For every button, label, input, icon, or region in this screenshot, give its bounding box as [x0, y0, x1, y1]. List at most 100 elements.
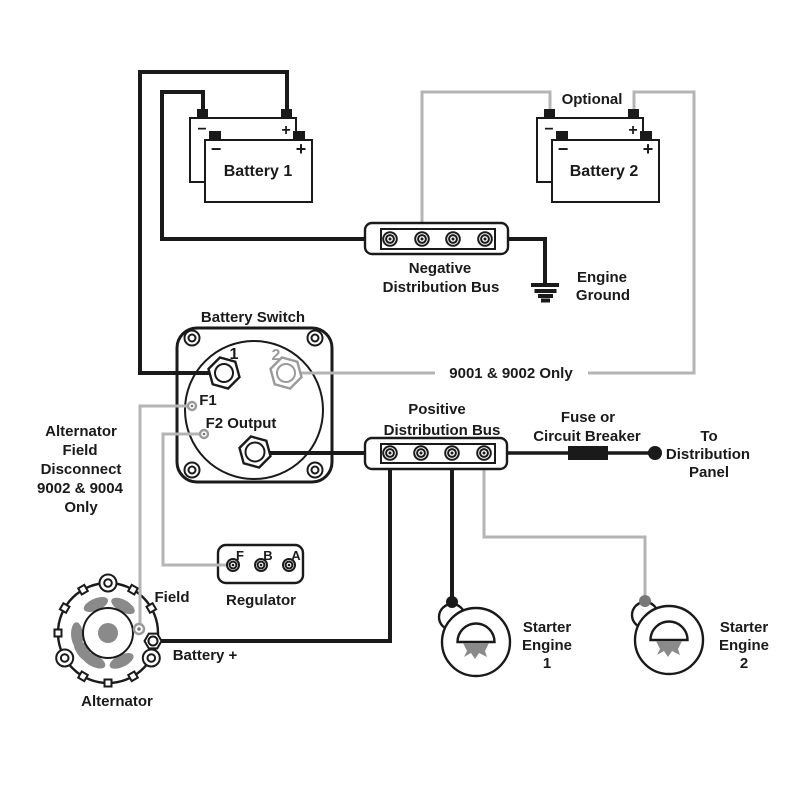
starter1-terminal-dot: [446, 596, 458, 608]
battery1-rear-minus-sign: −: [197, 121, 206, 138]
field-disconnect-note-line4: 9002 & 9004: [37, 480, 124, 497]
regulator-terminals: [226, 558, 296, 572]
starter1-label-line2: Engine: [522, 637, 572, 654]
starter1-gear: [463, 643, 489, 659]
battery1-plus-sign: +: [296, 139, 307, 159]
battery2-front-negative-post: [556, 131, 568, 140]
battery-1: [189, 109, 313, 203]
battery2-rear-negative-post: [544, 109, 555, 119]
wire-bus-to-starter2: [482, 453, 647, 601]
battery2-plus-sign: +: [643, 139, 654, 159]
wire-f1-to-field: [138, 404, 192, 629]
positive-distribution-bus: [363, 436, 509, 471]
starter-engine-1: [437, 596, 512, 678]
panel-label-line3: Panel: [689, 464, 729, 481]
negative-bus-label-line2: Distribution Bus: [383, 279, 500, 296]
field-disconnect-note-line2: Field: [62, 442, 97, 459]
switch-terminal-1: [207, 356, 241, 390]
battery-switch-dial: [184, 340, 324, 480]
wire-battery1-negative: [160, 90, 390, 241]
wire-alternator-to-bus: [153, 453, 392, 643]
engine-ground-label-line1: Engine: [577, 269, 627, 286]
negative-bus-terminal-icon: [382, 231, 493, 247]
battery-2: [536, 109, 660, 203]
wire-battery2-negative: [420, 90, 552, 239]
alternator-pulley-ring: [82, 607, 134, 659]
battery-switch-terminals: [186, 356, 303, 469]
panel-label-line1: To: [700, 428, 717, 445]
battery2-rear-plus-sign: +: [628, 122, 637, 139]
switch-position2-label: 2: [272, 347, 281, 364]
negative-bus-bar: [380, 228, 496, 250]
negative-distribution-bus: [363, 221, 510, 256]
battery1-rear-negative-post: [197, 109, 208, 119]
panel-label-line2: Distribution: [666, 446, 750, 463]
starter1-label-line3: 1: [543, 655, 551, 672]
positive-bus-label-line2: Distribution Bus: [384, 422, 501, 439]
battery1-minus-sign: −: [211, 139, 222, 159]
starter2-terminal-dot: [639, 595, 651, 607]
battery1-label: Battery 1: [224, 163, 293, 180]
alternator-vent-slots: [71, 596, 135, 669]
regulator-title: Regulator: [226, 592, 296, 609]
battery1-front-negative-post: [209, 131, 221, 140]
battery-switch-title: Battery Switch: [201, 309, 305, 326]
starter1-label-line1: Starter: [523, 619, 572, 636]
fuse-label-line2: Circuit Breaker: [533, 428, 641, 445]
negative-bus-label-line1: Negative: [409, 260, 472, 277]
regulator-f-label: F: [236, 548, 244, 563]
battery2-label: Battery 2: [570, 163, 639, 180]
positive-bus-terminal-icon: [382, 445, 492, 461]
battery2-minus-sign: −: [558, 139, 569, 159]
wires: [138, 70, 696, 643]
switch-terminal-output: [238, 435, 272, 469]
battery2-rear-minus-sign: −: [544, 121, 553, 138]
alternator-battery-terminal: [143, 632, 163, 650]
alternator-label: Alternator: [81, 693, 153, 710]
starter2-gear: [656, 641, 682, 657]
battery2-front-positive-post: [640, 131, 652, 140]
labels: − + − + Battery 1 − + − + Battery 2 Opti…: [37, 91, 769, 710]
alternator-battery-plus-label: Battery +: [173, 647, 238, 664]
battery1-front-positive-post: [293, 131, 305, 140]
starter2-label-line1: Starter: [720, 619, 769, 636]
wire-battery1-positive: [138, 70, 289, 375]
starter2-dome: [649, 620, 689, 642]
battery1-rear-positive-post: [281, 109, 292, 119]
battery2-rear-positive-post: [628, 109, 639, 119]
alternator-field-label: Field: [154, 589, 189, 606]
alternator-terminals: [132, 622, 163, 650]
panel-terminal-dot: [648, 446, 662, 460]
wire-battery2-positive: [588, 90, 696, 375]
switch-note-9001-9002: 9001 & 9002 Only: [449, 365, 573, 382]
switch-f1-label: F1: [199, 392, 217, 409]
starter-engine-2: [630, 595, 705, 676]
alternator-rim-tabs: [53, 583, 158, 688]
battery1-front-case: [204, 139, 313, 203]
regulator-b-label: B: [263, 548, 272, 563]
switch-f2-output-label: F2 Output: [206, 415, 277, 432]
optional-note: Optional: [562, 91, 623, 108]
positive-bus-bar: [380, 443, 496, 464]
fuse-icon: [568, 446, 608, 460]
starter1-dome: [456, 622, 496, 644]
switch-terminal-2: [269, 356, 303, 390]
positive-bus-label-line1: Positive: [408, 401, 466, 418]
starter2-label-line2: Engine: [719, 637, 769, 654]
field-disconnect-note-line3: Disconnect: [41, 461, 122, 478]
corner-screw-icon: [183, 329, 324, 479]
engine-ground-label-line2: Ground: [576, 287, 630, 304]
battery1-rear-plus-sign: +: [281, 122, 290, 139]
switch-position1-label: 1: [230, 346, 239, 363]
alternator-body: [53, 573, 161, 688]
field-disconnect-note-line5: Only: [64, 499, 98, 516]
ground-symbol-icon: [531, 283, 559, 303]
alternator-shaft: [98, 623, 118, 643]
alternator-bolt-icon: [55, 573, 161, 668]
regulator-a-label: A: [291, 548, 301, 563]
field-disconnect-note-line1: Alternator: [45, 423, 117, 440]
starter2-label-line3: 2: [740, 655, 748, 672]
fuse-label-line1: Fuse or: [561, 409, 615, 426]
